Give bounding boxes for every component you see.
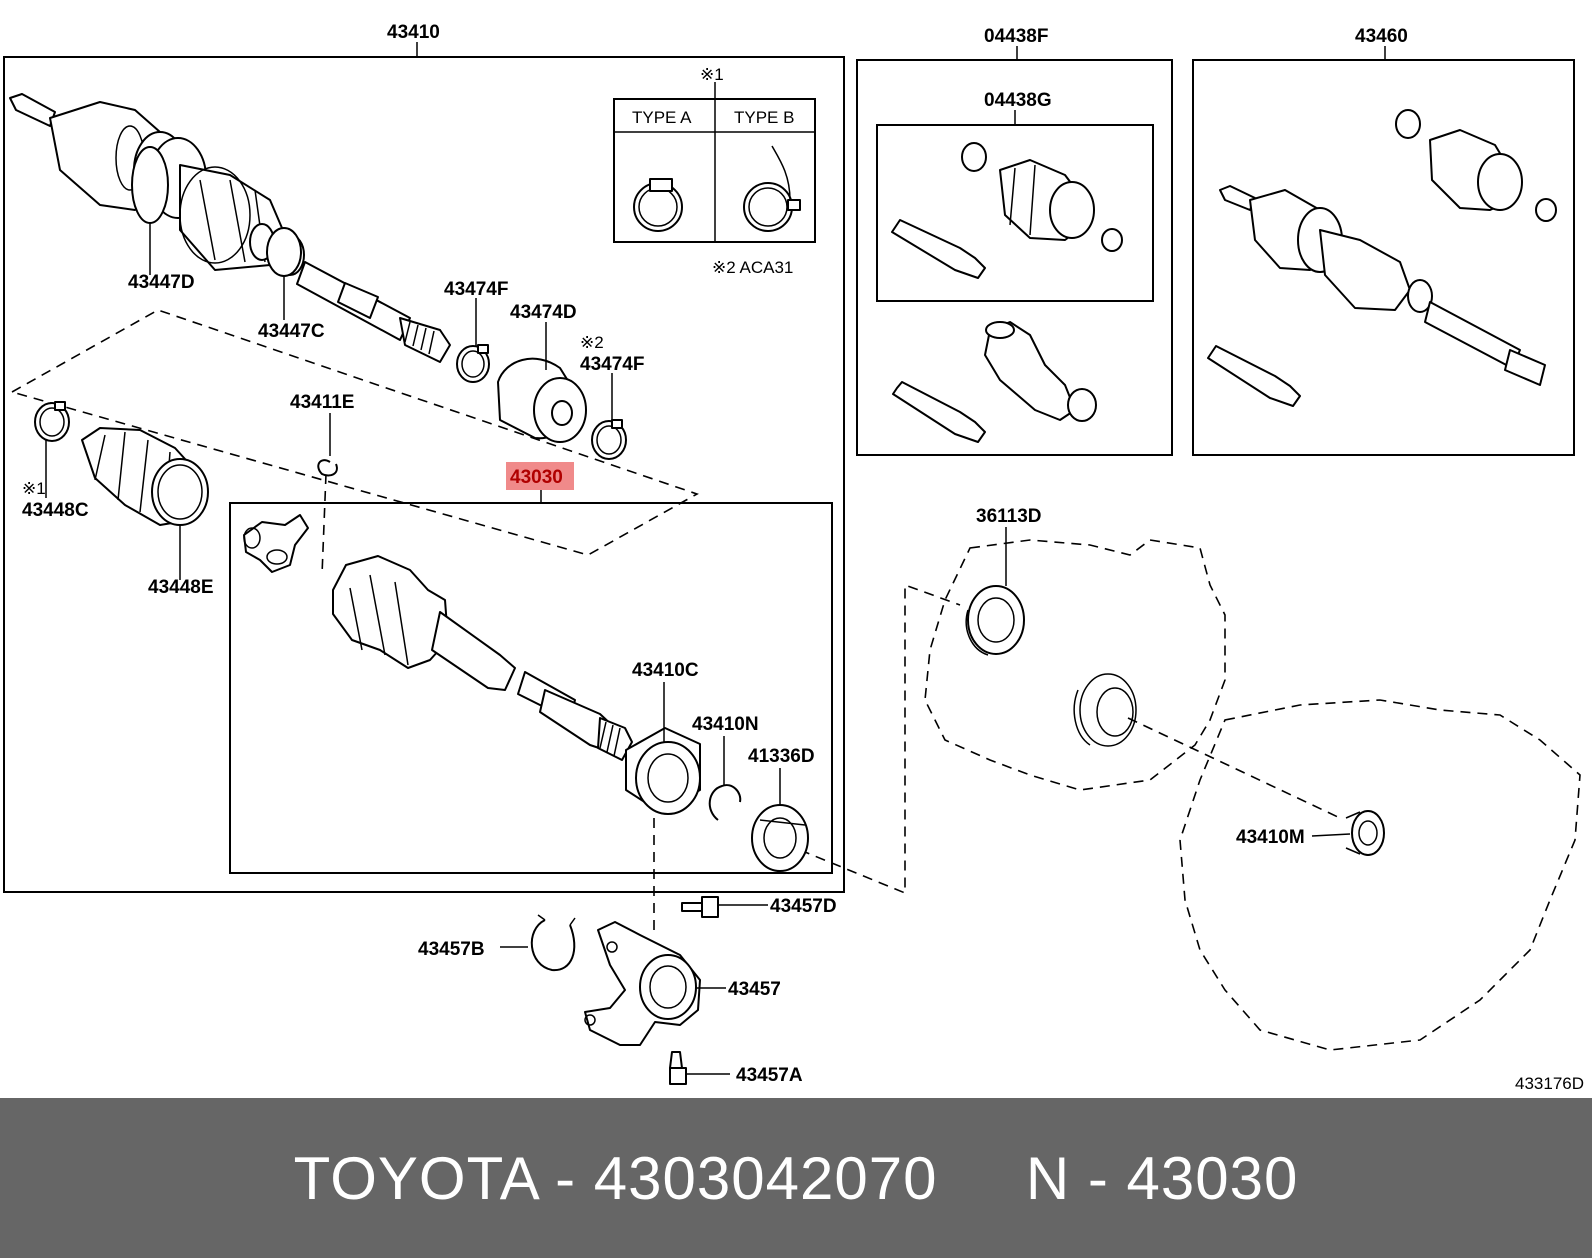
frame-43030 [229, 502, 833, 874]
bolt-43457A [669, 1051, 687, 1085]
label-43410M: 43410M [1236, 827, 1305, 848]
label-43410C: 43410C [632, 660, 699, 681]
clamp-43474F-lower [591, 419, 627, 460]
mark-1-left: ※1 [22, 479, 46, 498]
label-43411E: 43411E [290, 392, 354, 413]
label-43474F-upper: 43474F [444, 279, 508, 300]
bolt-43457D [681, 896, 719, 918]
type-b-label: TYPE B [734, 108, 794, 127]
boot-kit-04438F [891, 142, 1123, 443]
type-a-label: TYPE A [632, 108, 692, 127]
label-43030: 43030 [510, 467, 563, 488]
figure-code: 433176D [1515, 1074, 1584, 1093]
dynamic-damper-43474D [497, 357, 587, 443]
oil-seal-41336D [751, 804, 809, 872]
mark-1-top: ※1 [700, 65, 724, 84]
frame-04438F [856, 59, 1173, 456]
clamp-43447C [266, 227, 302, 277]
label-43447C: 43447C [258, 321, 325, 342]
bearing-bracket-43457 [584, 921, 701, 1046]
footer-bar: TOYOTA - 4303042070 N - 43030 [0, 1098, 1592, 1258]
clamp-43447D [131, 146, 169, 224]
clamp-43448C [34, 401, 70, 442]
highlight-43030 [506, 462, 574, 490]
inner-boot-43448E [81, 427, 209, 526]
snap-ring-43411E [317, 459, 338, 477]
label-43457: 43457 [728, 979, 781, 1000]
label-43474F-lower: 43474F [580, 354, 644, 375]
label-04438F: 04438F [984, 26, 1048, 47]
mark-2: ※2 [580, 333, 604, 352]
frame-43410 [3, 56, 845, 893]
drive-shaft-assembly [9, 93, 451, 363]
snap-ring-43410N [708, 784, 742, 821]
clamp-type-inset [613, 82, 816, 243]
label-43448C: 43448C [22, 500, 89, 521]
aca31-note: ※2 ACA31 [712, 258, 793, 277]
drive-shaft-43460 [1207, 109, 1557, 407]
boot-kit-outline [9, 309, 699, 556]
transaxle-outline [924, 539, 1226, 791]
label-43457B: 43457B [418, 939, 485, 960]
label-43410N: 43410N [692, 714, 759, 735]
label-41336D: 41336D [748, 746, 815, 767]
label-43460: 43460 [1355, 26, 1408, 47]
label-43457D: 43457D [770, 896, 837, 917]
oil-seal-36113D [965, 585, 1025, 656]
footer-part-number: TOYOTA - 4303042070 N - 43030 [293, 1144, 1299, 1212]
frame-43460 [1192, 59, 1575, 456]
label-43448E: 43448E [148, 577, 214, 598]
label-43474D: 43474D [510, 302, 577, 323]
inboard-joint-43030 [243, 514, 633, 761]
label-43457A: 43457A [736, 1065, 803, 1086]
parts-diagram: 43410 04438F 04438G 43460 43447D 43447C … [3, 22, 1584, 1093]
transmission-outline [1179, 699, 1581, 1051]
bearing-43410C [625, 727, 701, 815]
label-36113D: 36113D [976, 506, 1042, 527]
label-43410: 43410 [387, 22, 440, 43]
clamp-43474F-upper [456, 344, 490, 383]
label-04438G: 04438G [984, 90, 1052, 111]
label-43447D: 43447D [128, 272, 195, 293]
snap-ring-43457B [530, 914, 576, 972]
oil-seal-43410M [1345, 810, 1385, 856]
